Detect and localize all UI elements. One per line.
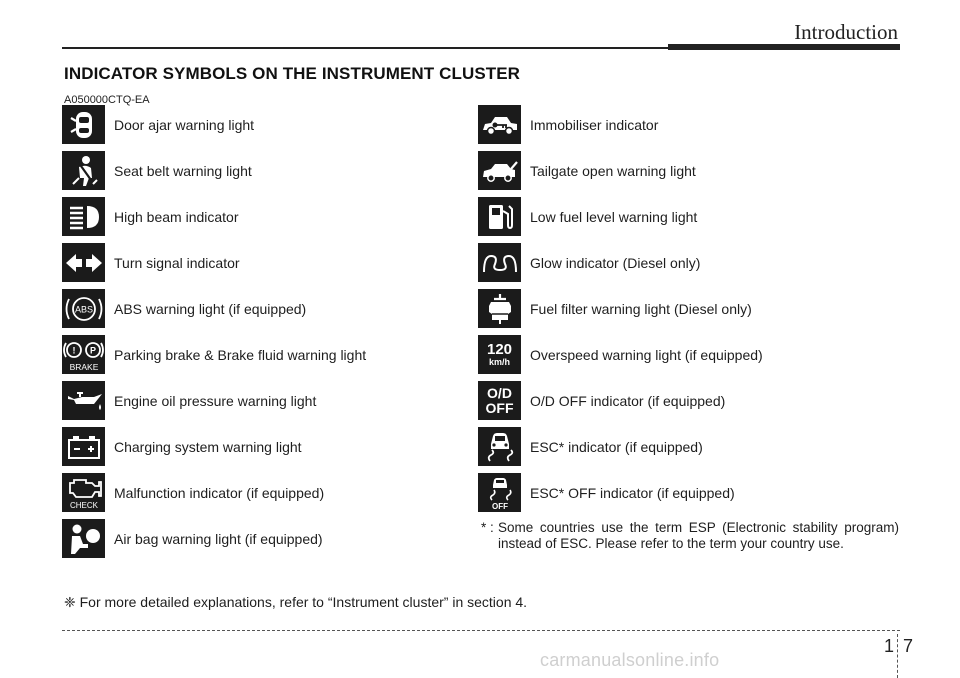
esc-off-icon-text: OFF (492, 502, 508, 511)
svg-text:!: ! (72, 345, 75, 355)
page-separator (897, 634, 898, 678)
battery-icon (62, 427, 105, 466)
indicator-label: Overspeed warning light (if equipped) (530, 347, 763, 363)
esc-icon (478, 427, 521, 466)
od-off-icon-bottom: OFF (485, 400, 514, 416)
check-engine-icon-text: CHECK (69, 501, 98, 510)
airbag-icon (62, 519, 105, 558)
od-off-icon: O/D OFF (478, 381, 521, 420)
page-number: 7 (903, 636, 914, 656)
glow-plug-icon (478, 243, 521, 282)
door-ajar-icon (62, 105, 105, 144)
indicator-label: ESC* indicator (if equipped) (530, 439, 703, 455)
oil-pressure-icon (62, 381, 105, 420)
indicator-label: Air bag warning light (if equipped) (114, 531, 323, 547)
note-mark: * : (481, 520, 494, 535)
indicator-label: ESC* OFF indicator (if equipped) (530, 485, 735, 501)
indicator-label: High beam indicator (114, 209, 239, 225)
header-title: Introduction (794, 20, 898, 44)
indicator-label: O/D OFF indicator (if equipped) (530, 393, 726, 409)
esc-note: * : Some countries use the term ESP (Ele… (481, 520, 899, 552)
high-beam-icon (62, 197, 105, 236)
indicator-label: Glow indicator (Diesel only) (530, 255, 701, 271)
immobiliser-icon (478, 105, 521, 144)
seat-belt-icon (62, 151, 105, 190)
tailgate-icon (478, 151, 521, 190)
indicator-label: Door ajar warning light (114, 117, 255, 133)
od-off-icon-top: O/D (487, 385, 512, 401)
esc-off-icon: OFF (478, 473, 521, 512)
section-title: INDICATOR SYMBOLS ON THE INSTRUMENT CLUS… (64, 64, 521, 83)
indicator-label: Engine oil pressure warning light (114, 393, 317, 409)
abs-icon: ABS (62, 289, 105, 328)
indicator-label: Immobiliser indicator (530, 117, 659, 133)
overspeed-icon-unit: km/h (488, 357, 510, 367)
brake-icon: ! P BRAKE (62, 335, 105, 374)
indicator-label: Low fuel level warning light (530, 209, 698, 225)
note-text: Some countries use the term ESP (Electro… (498, 520, 899, 551)
header-rule (62, 47, 682, 49)
indicator-label: Turn signal indicator (114, 255, 240, 271)
header-rule-bar (668, 44, 900, 50)
overspeed-icon: 120 km/h (478, 335, 521, 374)
fuel-filter-icon (478, 289, 521, 328)
abs-icon-text: ABS (74, 304, 92, 314)
indicator-label: ABS warning light (if equipped) (114, 301, 307, 317)
overspeed-icon-value: 120 (486, 341, 513, 358)
document-code: A050000CTQ-EA (64, 94, 150, 106)
turn-signal-icon (62, 243, 105, 282)
indicator-label: Charging system warning light (114, 439, 302, 455)
indicator-label: Tailgate open warning light (530, 163, 696, 179)
indicator-label: Fuel filter warning light (Diesel only) (530, 301, 752, 317)
indicator-label: Malfunction indicator (if equipped) (114, 485, 325, 501)
fuel-icon (478, 197, 521, 236)
footer-rule (62, 630, 900, 631)
indicator-label: Seat belt warning light (114, 163, 252, 179)
check-engine-icon: CHECK (62, 473, 105, 512)
page-chapter: 1 (884, 636, 895, 656)
footnote: ❈ For more detailed explanations, refer … (64, 594, 528, 610)
indicator-label: Parking brake & Brake fluid warning ligh… (114, 347, 367, 363)
svg-text:P: P (89, 345, 95, 355)
watermark: carmanualsonline.info (540, 650, 720, 670)
brake-icon-text: BRAKE (69, 362, 98, 372)
